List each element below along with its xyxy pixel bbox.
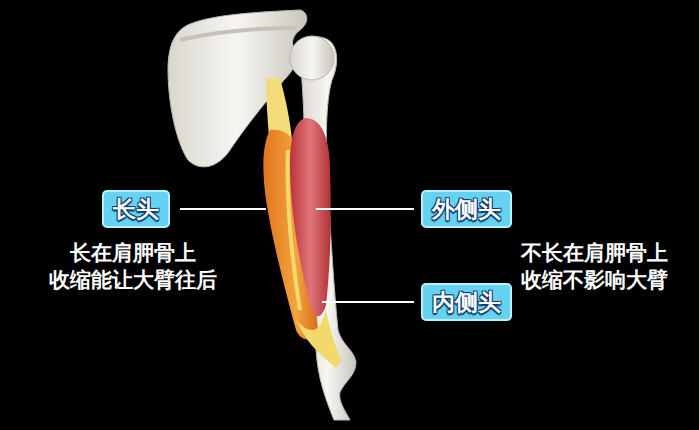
description-note: 长在肩胛骨上 收缩能让大臂往后 bbox=[33, 240, 233, 294]
label-text: 外侧头 bbox=[432, 195, 501, 223]
leader-line bbox=[316, 208, 414, 210]
description-note: 不长在肩胛骨上 收缩不影响大臂 bbox=[494, 240, 694, 294]
label-box: 长头 bbox=[102, 190, 170, 228]
label-text: 内侧头 bbox=[432, 288, 501, 316]
label-text: 长头 bbox=[113, 195, 159, 223]
label-box: 内侧头 bbox=[421, 283, 512, 321]
leader-line bbox=[322, 301, 414, 303]
lateral-tendon-edge bbox=[288, 150, 300, 310]
humeral-head bbox=[290, 36, 334, 80]
triceps-tendon bbox=[296, 310, 342, 368]
scapula-spine bbox=[180, 28, 296, 40]
leader-line bbox=[180, 208, 266, 210]
label-box: 外侧头 bbox=[421, 190, 512, 228]
